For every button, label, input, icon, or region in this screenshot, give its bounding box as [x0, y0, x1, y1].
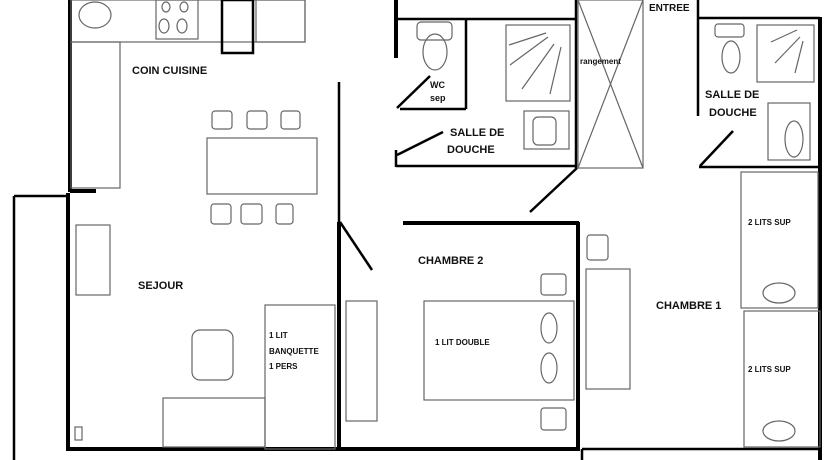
- pillow: [540, 352, 558, 384]
- extra-beds: [740, 171, 819, 309]
- room-label-bathroom-right: SALLE DE: [705, 89, 759, 101]
- room-label-bathroom-left: SALLE DE: [450, 127, 504, 139]
- extra-beds-label: 2 LITS SUP: [748, 218, 791, 227]
- room-label-entrance: ENTREE: [649, 3, 690, 14]
- nightstand: [540, 407, 567, 431]
- wardrobe: [345, 300, 378, 422]
- nightstand: [586, 234, 609, 261]
- extra-beds: [743, 310, 821, 448]
- bedroom-1: CHAMBRE 1 2 LITS SUP 2 LITS SUP: [585, 171, 821, 448]
- pillow: [762, 420, 796, 442]
- bedroom-2: CHAMBRE 2 1 LIT DOUBLE: [345, 255, 575, 431]
- sink-icon: [767, 102, 811, 161]
- room-label-bathroom-left: DOUCHE: [447, 144, 495, 156]
- room-label-bedroom1: CHAMBRE 1: [656, 300, 721, 312]
- sofa-bed-label: 1 LIT: [269, 331, 288, 340]
- toilet-icon: [714, 23, 745, 38]
- armchair: [191, 329, 234, 381]
- room-label-kitchen: COIN CUISINE: [132, 65, 207, 77]
- room-label-storage: rangement: [580, 57, 621, 66]
- shower-icon: [756, 24, 815, 83]
- pillow: [762, 282, 796, 304]
- room-label-bathroom-right: DOUCHE: [709, 107, 757, 119]
- sink-icon: [523, 110, 570, 150]
- storage: rangement: [577, 0, 644, 169]
- dining-table: [206, 137, 318, 195]
- sink-icon: [78, 1, 112, 29]
- living-room: SEJOUR 1 LIT BANQUETTE 1 PERS: [74, 224, 336, 450]
- toilet-icon: [416, 21, 453, 41]
- wc-and-bathroom: WC sep SALLE DE DOUCHE: [416, 21, 571, 156]
- room-label-living: SEJOUR: [138, 280, 183, 292]
- shower-icon: [505, 24, 571, 102]
- room-label-wc: sep: [430, 93, 446, 103]
- double-bed-label: 1 LIT DOUBLE: [435, 338, 490, 347]
- sofa-bed-label: BANQUETTE: [269, 347, 319, 356]
- sofa-bed: [264, 304, 336, 450]
- wardrobe: [585, 268, 631, 390]
- double-bed: [423, 300, 575, 401]
- chair: [280, 110, 301, 130]
- sofa-bed-label: 1 PERS: [269, 362, 298, 371]
- extra-beds-label: 2 LITS SUP: [748, 365, 791, 374]
- chair: [240, 203, 263, 225]
- bathroom-right: SALLE DE DOUCHE: [705, 23, 815, 161]
- room-label-wc: WC: [430, 80, 445, 90]
- chair: [275, 203, 294, 225]
- chair: [246, 110, 268, 130]
- stove-icon: [155, 0, 199, 40]
- chair: [211, 110, 233, 130]
- room-label-bedroom2: CHAMBRE 2: [418, 255, 483, 267]
- pillow: [540, 312, 558, 344]
- chair: [210, 203, 232, 225]
- kitchen: COIN CUISINE: [70, 0, 318, 225]
- doors: [338, 75, 734, 271]
- nightstand: [540, 273, 567, 296]
